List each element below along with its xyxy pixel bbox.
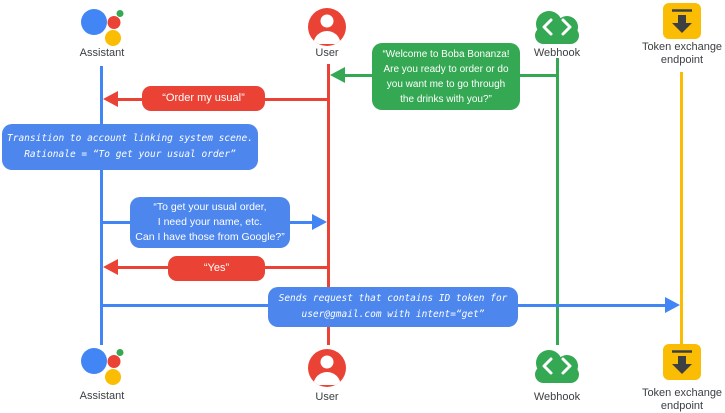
- arrowhead-left-icon: [330, 67, 345, 83]
- welcome-message-bubble: “Welcome to Boba Bonanza! Are you ready …: [372, 43, 520, 110]
- webhook-cloud-icon: [527, 8, 587, 51]
- user-label: User: [315, 47, 339, 59]
- assistant-label: Assistant: [79, 47, 125, 59]
- webhook-cloud-icon: [527, 347, 587, 390]
- ask-permission-bubble: “To get your usual order, I need your na…: [130, 197, 290, 248]
- webhook-lifeline: [556, 58, 559, 345]
- user-lifeline: [327, 64, 330, 345]
- webhook-label: Webhook: [533, 47, 581, 59]
- token-label-line1: Token exchange: [641, 41, 723, 53]
- arrowhead-left-icon: [103, 91, 118, 107]
- bubble-line: I need your name, etc.: [157, 216, 263, 228]
- google-assistant-icon: [78, 8, 126, 57]
- user-icon: [307, 348, 347, 393]
- token-endpoint-label: Token exchange endpoint: [627, 41, 725, 66]
- bubble-line: the drinks with you?”: [400, 94, 492, 105]
- bubble-line: user@gmail.com with intent=“get”: [301, 309, 485, 320]
- bubble-line: “To get your usual order,: [153, 201, 267, 213]
- bubble-line: you want me to go through: [386, 79, 506, 90]
- order-usual-bubble: “Order my usual”: [142, 86, 265, 111]
- bubble-line: Can I have those from Google?”: [135, 231, 285, 243]
- bubble-line: “Welcome to Boba Bonanza!: [382, 49, 510, 60]
- token-endpoint-icon: [662, 343, 702, 386]
- token-label-line2: endpoint: [660, 53, 704, 66]
- arrowhead-left-icon: [103, 259, 118, 275]
- arrowhead-right-icon: [312, 214, 327, 230]
- assistant-lifeline: [100, 66, 103, 345]
- send-request-bubble: Sends request that contains ID token for…: [268, 287, 518, 327]
- google-assistant-icon: [78, 347, 126, 396]
- webhook-label: Webhook: [533, 391, 581, 403]
- arrowhead-right-icon: [665, 297, 680, 313]
- bubble-line: Sends request that contains ID token for: [278, 293, 508, 304]
- note-line: Rationale = “To get your usual order”: [24, 149, 236, 160]
- note-line: Transition to account linking system sce…: [7, 133, 253, 144]
- token-endpoint-icon: [662, 2, 702, 45]
- token-label-line1: Token exchange: [641, 387, 723, 399]
- token-endpoint-lifeline: [680, 72, 683, 345]
- assistant-label: Assistant: [79, 390, 125, 402]
- token-label-line2: endpoint: [660, 399, 704, 412]
- bubble-line: Are you ready to order or do: [383, 64, 509, 75]
- token-endpoint-label: Token exchange endpoint: [627, 387, 725, 412]
- yes-bubble: “Yes”: [168, 256, 265, 281]
- user-label: User: [315, 391, 339, 403]
- user-icon: [307, 7, 347, 52]
- transition-note: Transition to account linking system sce…: [2, 124, 258, 170]
